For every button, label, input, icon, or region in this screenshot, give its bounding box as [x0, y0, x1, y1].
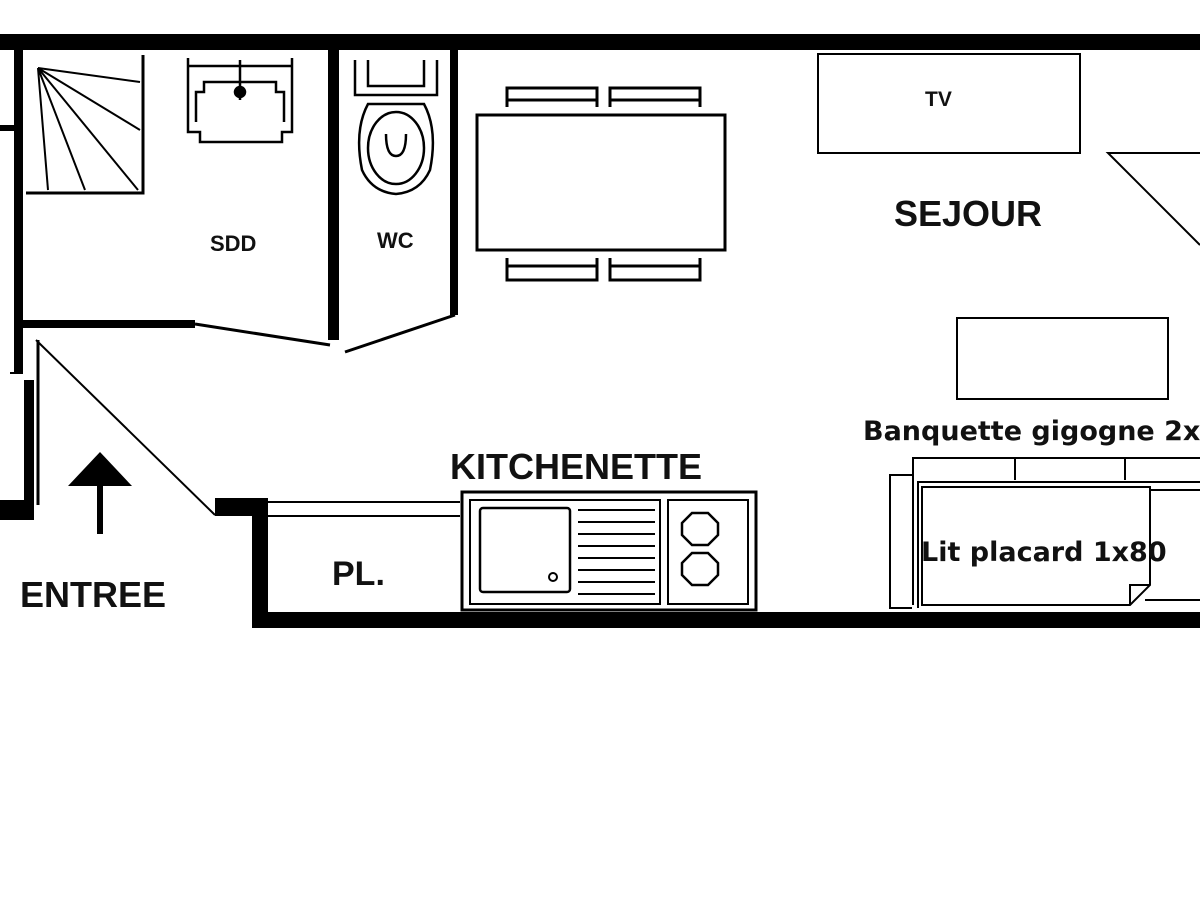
tv-unit: [817, 53, 1081, 154]
top-wall: [0, 34, 1200, 50]
room-label-toilet: WC: [377, 228, 414, 253]
sofa-bed-label: Banquette gigogne 2x: [863, 416, 1200, 447]
bathroom-wc-wall: [328, 50, 339, 340]
chairs: [505, 86, 702, 282]
kitchen-unit: [460, 490, 758, 612]
entry-wall-stub: [0, 500, 34, 520]
wall-bed-label: Lit placard 1x80: [921, 537, 1167, 568]
entry-arrow-icon: [68, 452, 132, 534]
entry-left-wall: [24, 380, 34, 520]
coffee-table: [956, 317, 1169, 400]
armchair: [1105, 152, 1200, 246]
room-label-kitchen: KITCHENETTE: [450, 446, 702, 487]
room-label-entrance: ENTREE: [20, 574, 167, 615]
toilet-icon: [353, 60, 439, 196]
room-label-living: SEJOUR: [894, 193, 1043, 234]
washbasin-icon: [186, 58, 294, 144]
burner-icon: [680, 551, 720, 587]
sofa-bed: [889, 457, 1200, 609]
bathroom-bottom-wall: [22, 320, 195, 328]
room-label-closet: PL.: [332, 555, 385, 593]
shower-icon: [26, 55, 145, 195]
walls: [0, 34, 1200, 628]
left-wall: [14, 34, 23, 374]
entry-door-swing: [35, 339, 216, 516]
kitchen-left-wall: [252, 498, 268, 628]
room-label-bathroom: SDD: [210, 231, 257, 256]
dining-table: [475, 113, 727, 252]
left-wall-jog: [0, 125, 14, 131]
tv-label: TV: [925, 88, 952, 111]
burner-icon: [680, 511, 720, 547]
wc-door: [344, 313, 456, 354]
closet: [268, 501, 460, 517]
drainer-icon: [578, 509, 655, 595]
wc-right-wall: [450, 50, 458, 315]
sink-icon: [478, 506, 572, 594]
bottom-wall: [252, 612, 1200, 628]
bathroom-door: [194, 322, 331, 347]
